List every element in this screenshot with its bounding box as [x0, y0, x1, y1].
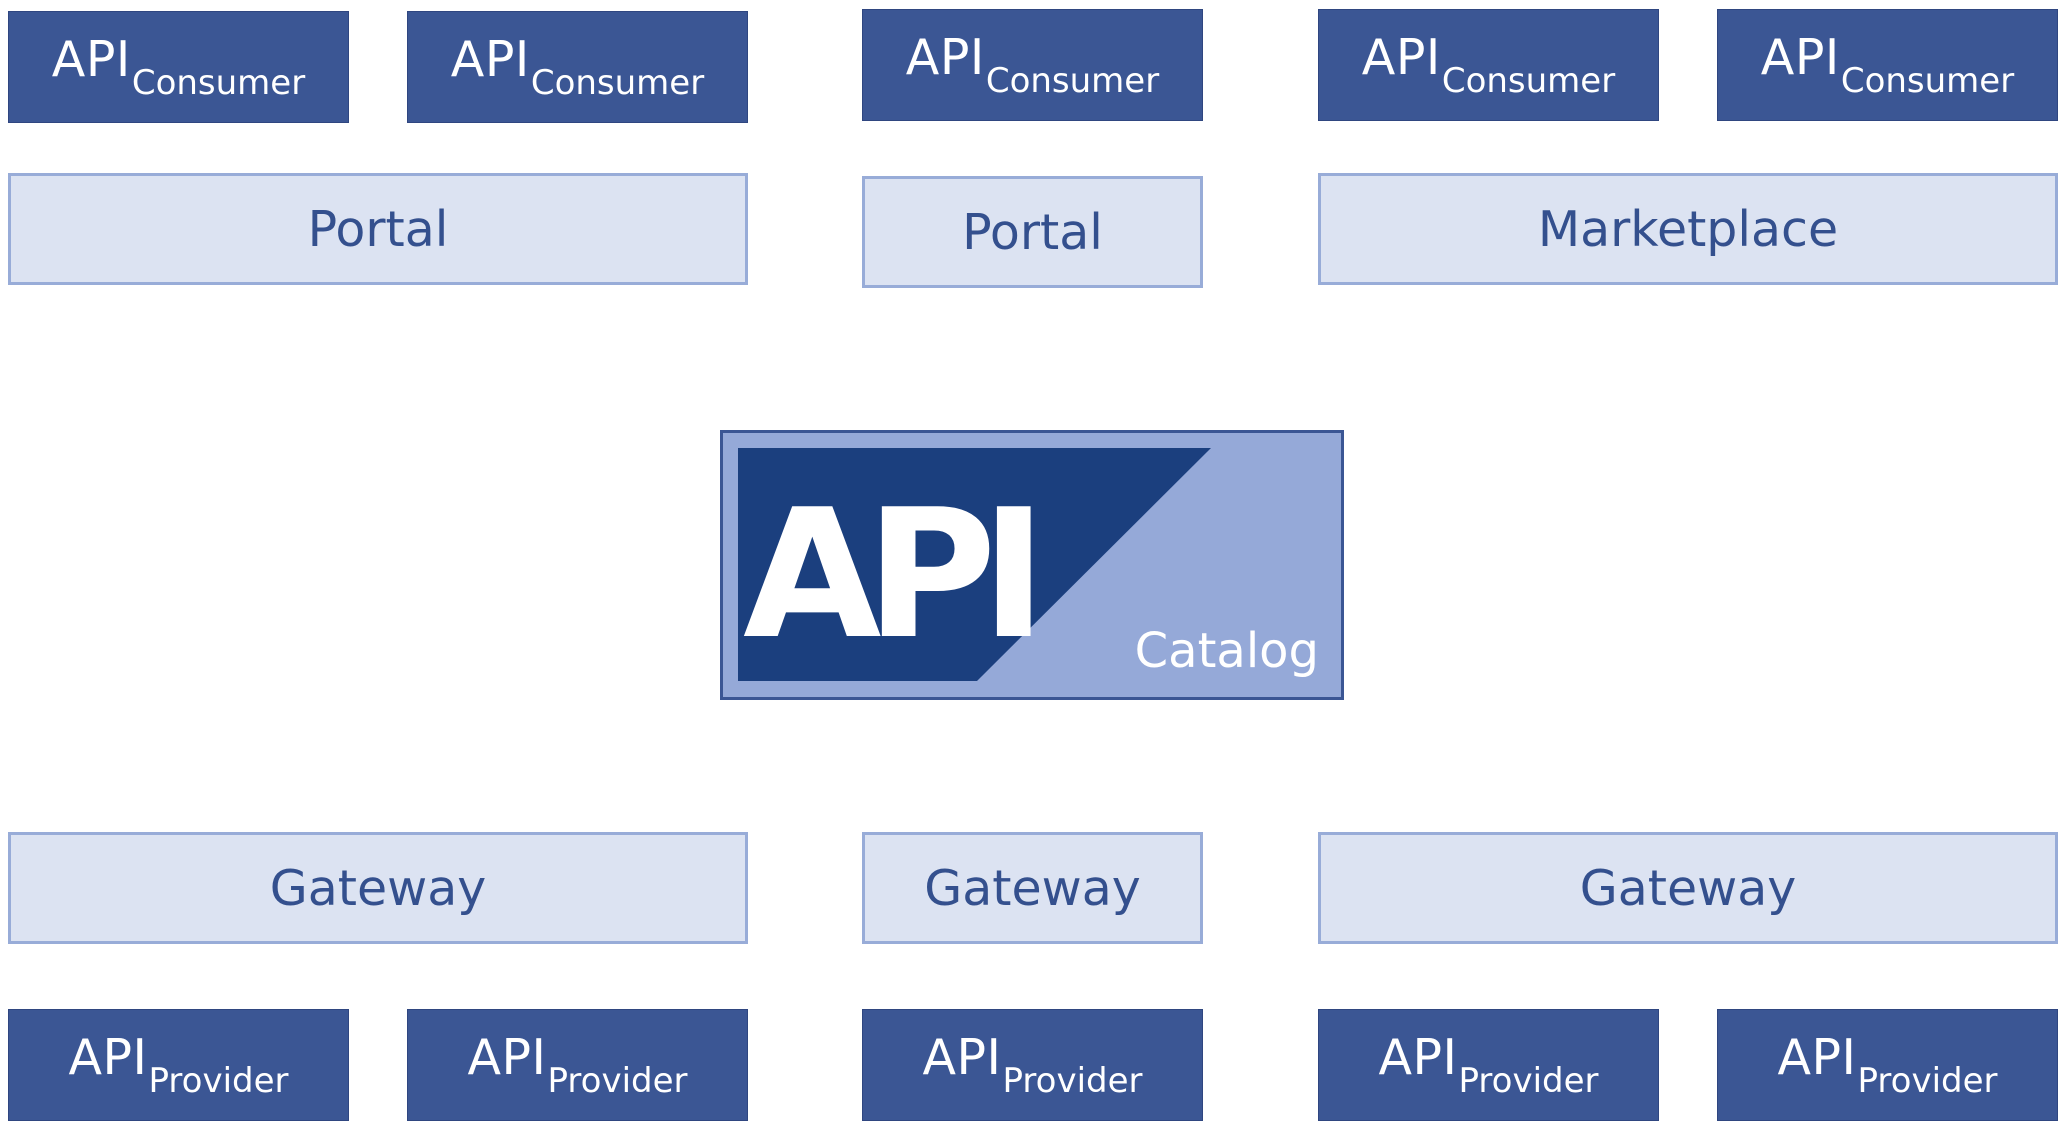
portal-label: Portal [307, 200, 449, 258]
api-provider-label: APIProvider [1378, 1028, 1599, 1102]
gateway-label: Gateway [924, 859, 1141, 917]
gateway-box: Gateway [862, 832, 1203, 944]
marketplace-label: Marketplace [1537, 200, 1839, 258]
api-consumer-box: APIConsumer [8, 11, 349, 123]
catalog-label: Catalog [1134, 623, 1319, 679]
logo-navy-panel [738, 448, 1211, 681]
api-provider-box: APIProvider [8, 1009, 349, 1121]
portal-label: Portal [962, 203, 1103, 261]
gateway-label: Gateway [269, 859, 487, 917]
portal-box: Portal [8, 173, 748, 285]
api-catalog-logo: API Catalog [720, 430, 1344, 700]
api-provider-box: APIProvider [407, 1009, 748, 1121]
api-provider-box: APIProvider [1318, 1009, 1659, 1121]
api-consumer-label: APIConsumer [450, 30, 705, 104]
logo-api-text: API [743, 471, 1031, 678]
api-provider-label: APIProvider [68, 1028, 289, 1102]
api-provider-label: APIProvider [1777, 1028, 1998, 1102]
api-consumer-box: APIConsumer [862, 9, 1203, 121]
api-provider-box: APIProvider [862, 1009, 1203, 1121]
gateway-box: Gateway [1318, 832, 2058, 944]
api-consumer-label: APIConsumer [51, 30, 306, 104]
gateway-box: Gateway [8, 832, 748, 944]
api-consumer-box: APIConsumer [407, 11, 748, 123]
api-provider-label: APIProvider [467, 1028, 688, 1102]
api-consumer-label: APIConsumer [1760, 28, 2015, 102]
api-catalog-logo-graphic: API [738, 448, 1211, 681]
marketplace-box: Marketplace [1318, 173, 2058, 285]
api-consumer-label: APIConsumer [905, 28, 1160, 102]
gateway-label: Gateway [1579, 859, 1797, 917]
api-consumer-box: APIConsumer [1318, 9, 1659, 121]
api-provider-box: APIProvider [1717, 1009, 2058, 1121]
api-consumer-label: APIConsumer [1361, 28, 1616, 102]
api-consumer-box: APIConsumer [1717, 9, 2058, 121]
portal-box: Portal [862, 176, 1203, 288]
api-provider-label: APIProvider [922, 1028, 1143, 1102]
